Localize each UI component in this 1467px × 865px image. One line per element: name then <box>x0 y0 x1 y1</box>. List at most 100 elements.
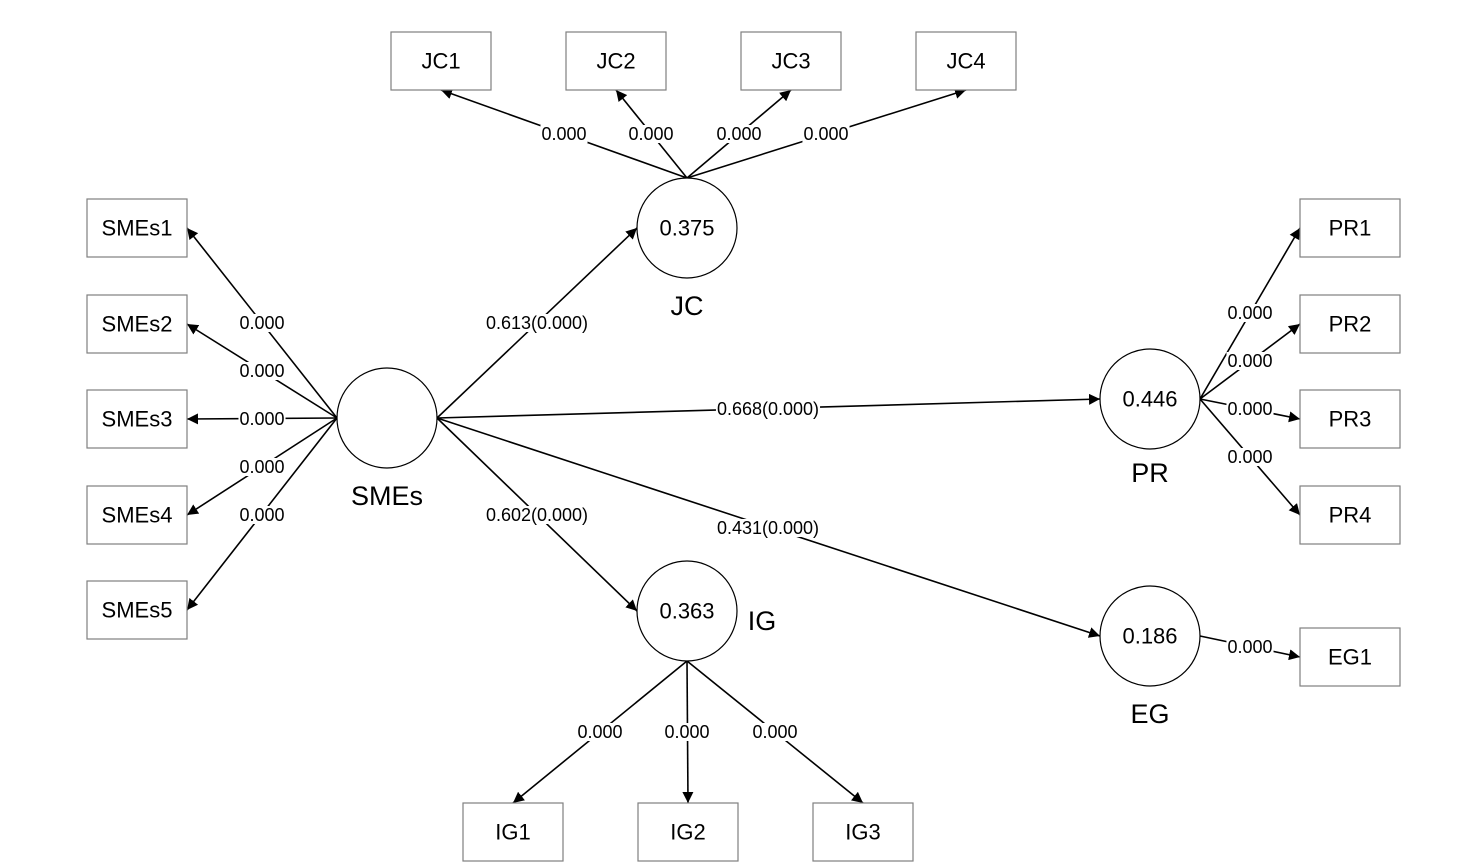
edge-label-background <box>238 362 286 380</box>
indicator-rect <box>1299 198 1401 258</box>
edge-label-background <box>238 410 286 428</box>
edge-label-background <box>627 125 675 143</box>
edge-label-background <box>238 314 286 332</box>
indicator-label: IG2 <box>670 820 705 845</box>
loading-label-jc-to-jc4: 0.000 <box>802 124 850 144</box>
loading-label-jc-to-jc1: 0.000 <box>540 124 588 144</box>
indicator-box-jc3: JC3 <box>740 31 842 91</box>
indicator-box-smes4: SMEs4 <box>86 485 188 545</box>
indicator-label: JC1 <box>421 49 460 74</box>
loading-value-text: 0.000 <box>1227 447 1272 467</box>
r-squared-value: 0.375 <box>659 216 714 241</box>
indicator-rect <box>86 580 188 640</box>
indicator-label: PR2 <box>1329 312 1372 337</box>
indicator-label: SMEs4 <box>102 503 173 528</box>
edge-label-background <box>715 519 821 537</box>
latent-label: JC <box>671 291 704 321</box>
latent-circle <box>336 367 438 469</box>
loading-value-text: 0.000 <box>752 722 797 742</box>
loading-label-smes-to-smes4: 0.000 <box>238 457 286 477</box>
indicator-box-smes3: SMEs3 <box>86 389 188 449</box>
edge-label-background <box>484 314 590 332</box>
edge-label-background <box>1226 448 1274 466</box>
loading-label-ig-to-ig2: 0.000 <box>663 722 711 742</box>
loading-value-text: 0.000 <box>577 722 622 742</box>
latent-node-smes: SMEs <box>336 367 438 511</box>
loading-value-text: 0.000 <box>239 313 284 333</box>
edge-label-background <box>1226 352 1274 370</box>
indicator-box-eg1: EG1 <box>1299 627 1401 687</box>
latent-label: EG <box>1130 699 1169 729</box>
indicator-rect <box>740 31 842 91</box>
loading-value-text: 0.000 <box>1227 399 1272 419</box>
indicator-label: EG1 <box>1328 645 1372 670</box>
loading-label-smes-to-smes1: 0.000 <box>238 313 286 333</box>
indicator-rect <box>390 31 492 91</box>
loading-value-text: 0.000 <box>239 505 284 525</box>
loading-label-smes-to-smes5: 0.000 <box>238 505 286 525</box>
indicator-box-ig2: IG2 <box>637 802 739 862</box>
indicator-rect <box>1299 294 1401 354</box>
indicator-rect <box>637 802 739 862</box>
indicator-label: JC2 <box>596 49 635 74</box>
indicator-box-pr3: PR3 <box>1299 389 1401 449</box>
edge-label-background <box>1226 304 1274 322</box>
indicator-rect <box>565 31 667 91</box>
latent-label: SMEs <box>351 481 423 511</box>
r-squared-value: 0.363 <box>659 599 714 624</box>
indicator-rect <box>1299 389 1401 449</box>
indicator-label: PR3 <box>1329 407 1372 432</box>
indicator-rect <box>1299 485 1401 545</box>
loading-value-text: 0.000 <box>239 409 284 429</box>
indicator-label: SMEs3 <box>102 407 173 432</box>
indicator-label: SMEs5 <box>102 598 173 623</box>
latent-circle <box>636 177 738 279</box>
loading-label-pr-to-pr2: 0.000 <box>1226 351 1274 371</box>
path-label-smes-to-jc: 0.613(0.000) <box>484 313 590 333</box>
loading-label-jc-to-jc2: 0.000 <box>627 124 675 144</box>
loading-value-text: 0.000 <box>628 124 673 144</box>
indicator-box-smes1: SMEs1 <box>86 198 188 258</box>
loading-value-text: 0.000 <box>803 124 848 144</box>
indicator-label: IG1 <box>495 820 530 845</box>
edge-label-background <box>576 723 624 741</box>
path-label-smes-to-pr: 0.668(0.000) <box>715 399 821 419</box>
loading-value-text: 0.000 <box>1227 303 1272 323</box>
edge-label-background <box>1226 400 1274 418</box>
path-value-text: 0.613(0.000) <box>486 313 588 333</box>
path-value-text: 0.602(0.000) <box>486 505 588 525</box>
indicator-box-jc1: JC1 <box>390 31 492 91</box>
loading-value-text: 0.000 <box>239 457 284 477</box>
indicator-rect <box>812 802 914 862</box>
loading-label-smes-to-smes2: 0.000 <box>238 361 286 381</box>
indicator-box-pr2: PR2 <box>1299 294 1401 354</box>
loading-label-jc-to-jc3: 0.000 <box>715 124 763 144</box>
edge-label-background <box>802 125 850 143</box>
indicator-rect <box>86 389 188 449</box>
indicator-box-jc2: JC2 <box>565 31 667 91</box>
edge-label-background <box>751 723 799 741</box>
edge-label-background <box>540 125 588 143</box>
indicator-box-ig1: IG1 <box>462 802 564 862</box>
edge-label-background <box>663 723 711 741</box>
indicator-label: JC3 <box>771 49 810 74</box>
loading-value-text: 0.000 <box>1227 637 1272 657</box>
indicator-box-smes2: SMEs2 <box>86 294 188 354</box>
indicator-box-pr1: PR1 <box>1299 198 1401 258</box>
loading-label-ig-to-ig1: 0.000 <box>576 722 624 742</box>
indicator-label: IG3 <box>845 820 880 845</box>
indicator-label: PR1 <box>1329 216 1372 241</box>
edge-label-background <box>715 400 821 418</box>
latent-label: PR <box>1131 458 1169 488</box>
edge-label-background <box>1226 638 1274 656</box>
indicator-rect <box>86 294 188 354</box>
indicator-rect <box>1299 627 1401 687</box>
latent-circle <box>1099 348 1201 450</box>
edge-label-background <box>715 125 763 143</box>
path-value-text: 0.431(0.000) <box>717 518 819 538</box>
